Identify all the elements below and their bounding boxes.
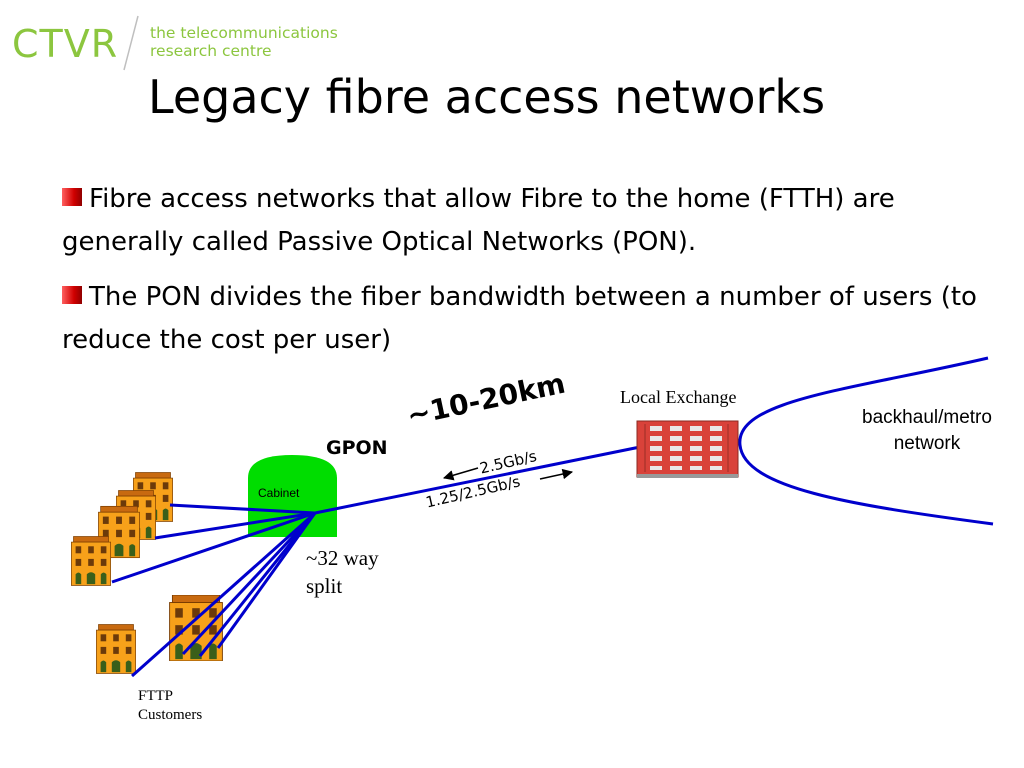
bullet-square-icon: [62, 188, 82, 206]
split-label: ~32 way split: [306, 546, 379, 598]
gpon-label: GPON: [326, 437, 388, 459]
bullet-1-text: Fibre access networks that allow Fibre t…: [62, 184, 895, 257]
exchange-building-icon: [636, 420, 739, 478]
logo-subtitle: the telecommunications research centre: [150, 24, 338, 60]
bullet-square-icon: [62, 286, 82, 304]
exchange-label: Local Exchange: [620, 387, 737, 407]
house-icon: [169, 595, 223, 661]
page-title: Legacy fibre access networks: [148, 70, 826, 124]
backhaul-label: backhaul/metro network: [862, 407, 992, 454]
backhaul-metro-curve: [738, 356, 994, 526]
logo-subtitle-line2: research centre: [150, 42, 272, 60]
cabinet-label: Cabinet: [258, 486, 300, 500]
customers-label: FTTP Customers: [138, 688, 203, 723]
ctvr-logo: CTVR: [12, 22, 119, 66]
downstream-arrow-icon: [442, 467, 479, 481]
house-icon: [95, 624, 137, 674]
bullet-2-text: The PON divides the fiber bandwidth betw…: [62, 282, 977, 355]
logo-subtitle-line1: the telecommunications: [150, 24, 338, 42]
upstream-arrow-icon: [539, 468, 574, 480]
bullet-2: The PON divides the fiber bandwidth betw…: [62, 276, 992, 362]
drop-fibres: [111, 503, 317, 678]
feeder-fibre: [314, 443, 651, 515]
house-icon: [70, 536, 112, 586]
cabinet-icon: [248, 455, 337, 537]
bullet-1: Fibre access networks that allow Fibre t…: [62, 178, 992, 264]
